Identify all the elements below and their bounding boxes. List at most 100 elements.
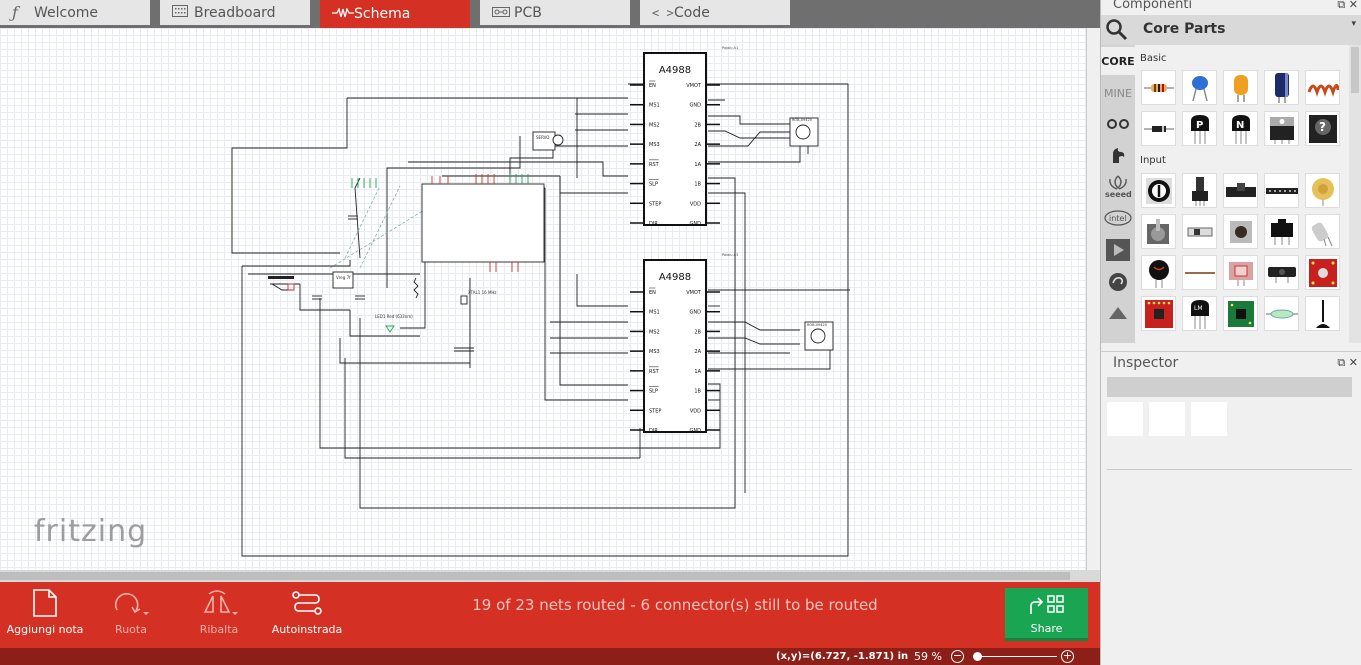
- part-mosfet[interactable]: [1264, 111, 1299, 146]
- part-electrolytic-capacitor[interactable]: [1264, 70, 1299, 105]
- part-temperature-sensor[interactable]: LM: [1182, 296, 1217, 331]
- inspector-window-controls[interactable]: ⧉ ✕: [1337, 356, 1358, 369]
- part-ir-receiver[interactable]: [1264, 255, 1299, 290]
- part-ceramic-capacitor[interactable]: [1182, 70, 1217, 105]
- rotate-button[interactable]: Ruota: [86, 588, 176, 636]
- schematic-wave-icon: [332, 7, 354, 21]
- zoom-in-button[interactable]: +: [1061, 649, 1074, 663]
- part-accelerometer-board[interactable]: [1141, 296, 1176, 331]
- search-icon[interactable]: [1104, 17, 1130, 43]
- part-resistor[interactable]: [1141, 70, 1176, 105]
- zoom-out-button[interactable]: −: [951, 649, 964, 663]
- chip-2-pin-label: 1B: [694, 389, 701, 395]
- part-header-strip[interactable]: [1264, 173, 1299, 208]
- chip-1-pin-label: MS3: [649, 142, 660, 148]
- bin-tab-lilypad[interactable]: [1101, 269, 1135, 297]
- chip-1-pin-label: GND: [690, 221, 702, 227]
- bin-tab-sparkfun[interactable]: [1101, 142, 1135, 170]
- part-reed-switch[interactable]: [1264, 296, 1299, 331]
- parts-panel-title: Componenti: [1113, 0, 1193, 12]
- part-pnp-transistor[interactable]: P: [1182, 111, 1217, 146]
- atmega-chip[interactable]: [421, 183, 545, 263]
- add-note-label: Aggiungi nota: [6, 623, 84, 636]
- section-input-label: Input: [1140, 155, 1166, 166]
- bin-tab-mine[interactable]: MINE: [1101, 79, 1135, 107]
- share-button[interactable]: Share: [1005, 588, 1088, 641]
- canvas-vertical-scrollbar[interactable]: [1086, 28, 1100, 570]
- part-flex-sensor[interactable]: [1182, 255, 1217, 290]
- part-fsr-sensor[interactable]: [1223, 255, 1258, 290]
- chip-2-pin-label: DIR: [649, 428, 658, 434]
- chip-1-pin-label: 1A: [694, 162, 701, 168]
- pcb-icon: [492, 6, 514, 20]
- parts-grid: Basic P N: [1137, 45, 1349, 343]
- fritzing-f-icon: ƒ: [12, 3, 18, 22]
- tab-pcb[interactable]: PCB: [480, 0, 630, 25]
- flip-button[interactable]: Ribalta: [174, 588, 264, 636]
- svg-text:intel: intel: [1109, 214, 1127, 223]
- part-slide-potentiometer[interactable]: [1223, 173, 1258, 208]
- bin-tab-seeed[interactable]: seeed: [1101, 173, 1135, 201]
- chip-2-pin-label: GND: [690, 310, 702, 316]
- horizontal-scroll-thumb[interactable]: [0, 572, 1070, 580]
- part-antenna[interactable]: [1305, 296, 1340, 331]
- bin-tab-intel[interactable]: intel: [1101, 205, 1135, 233]
- part-slide-switch[interactable]: [1182, 214, 1217, 249]
- add-note-button[interactable]: Aggiungi nota: [0, 588, 90, 636]
- part-tilt-sensor[interactable]: [1305, 214, 1340, 249]
- schematic-canvas[interactable]: SERVO Vreg 7f XTAL1 16 MHz LED1 Red (633…: [0, 28, 1086, 570]
- chip-1-pin-label: 2B: [694, 122, 701, 128]
- part-rotary-potentiometer[interactable]: [1182, 173, 1217, 208]
- svg-text:P: P: [1196, 120, 1203, 131]
- share-label: Share: [1030, 622, 1063, 635]
- autoroute-button[interactable]: Autoinstrada: [262, 588, 352, 636]
- tab-code[interactable]: < > Code: [640, 0, 790, 25]
- zoom-slider-track[interactable]: [975, 656, 1057, 657]
- bin-menu-chevron-icon[interactable]: ▾: [1351, 19, 1356, 29]
- part-rotary-encoder[interactable]: [1141, 214, 1176, 249]
- stepper-motor-2[interactable]: ROB-09420: [804, 321, 834, 351]
- chip-2-name: A4988: [659, 272, 691, 283]
- tab-welcome[interactable]: ƒ Welcome: [0, 0, 150, 25]
- part-npn-transistor[interactable]: N: [1223, 111, 1258, 146]
- part-tactile-switch[interactable]: [1264, 214, 1299, 249]
- bin-tab-arduino[interactable]: [1101, 111, 1135, 139]
- bin-tab-core[interactable]: CORE: [1101, 47, 1135, 75]
- part-mystery-part[interactable]: ?: [1305, 111, 1340, 146]
- parts-panel-window-controls[interactable]: ⧉ ✕: [1337, 0, 1358, 11]
- autoroute-label: Autoinstrada: [271, 623, 343, 636]
- arduino-infinity-icon: [1106, 118, 1130, 133]
- part-pushbutton[interactable]: [1223, 214, 1258, 249]
- stepper-motor-1[interactable]: ROB-09420: [789, 117, 819, 147]
- view-tabbar: ƒ Welcome Breadboard Schema PCB < > Code: [0, 0, 1100, 28]
- part-piezo-buzzer[interactable]: [1305, 173, 1340, 208]
- parts-scrollbar[interactable]: [1349, 45, 1361, 343]
- part-sensor-board-red[interactable]: [1305, 255, 1340, 290]
- chip-1-pin-label: STEP: [649, 201, 661, 207]
- tab-pcb-label: PCB: [514, 4, 542, 21]
- part-trimmer-potentiometer[interactable]: [1141, 173, 1176, 208]
- canvas-horizontal-scrollbar[interactable]: [0, 570, 1100, 582]
- parts-scroll-thumb[interactable]: [1351, 47, 1359, 93]
- chip-1-pin-label: 1B: [694, 182, 701, 188]
- chip-1-pin-label: VDD: [690, 201, 701, 207]
- flip-label: Ribalta: [199, 623, 239, 636]
- schematic-drawing[interactable]: SERVO Vreg 7f XTAL1 16 MHz LED1 Red (633…: [0, 28, 1086, 570]
- part-inductor[interactable]: [1305, 70, 1340, 105]
- chip-1-pin-label: VMOT: [686, 83, 702, 89]
- part-tantalum-capacitor[interactable]: [1223, 70, 1258, 105]
- part-sensor-board-green[interactable]: [1223, 296, 1258, 331]
- part-photocell[interactable]: [1141, 255, 1176, 290]
- inspector-schematic-view-preview: [1149, 402, 1185, 436]
- chip-2-pin-label: 2A: [694, 349, 701, 355]
- tab-breadboard[interactable]: Breadboard: [160, 0, 310, 25]
- note-page-icon: [0, 588, 90, 618]
- bin-tab-snootlab[interactable]: [1101, 237, 1135, 265]
- share-icon: [1005, 588, 1088, 616]
- bin-tab-microbit[interactable]: [1101, 300, 1135, 328]
- zoom-slider-knob[interactable]: [973, 652, 982, 661]
- tab-schema[interactable]: Schema: [320, 0, 470, 28]
- part-diode[interactable]: [1141, 111, 1176, 146]
